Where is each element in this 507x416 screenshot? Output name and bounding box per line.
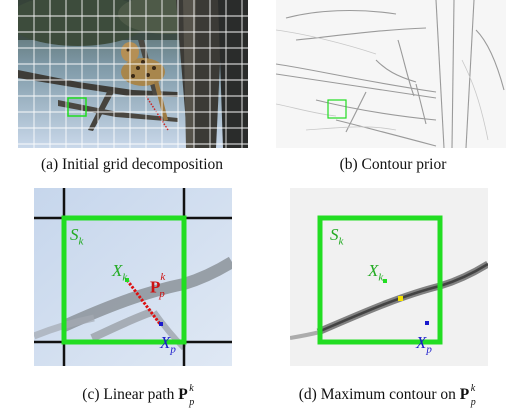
label-sk-d: Sk xyxy=(330,225,344,248)
caption-b: (b) Contour prior xyxy=(339,156,447,173)
label-xp-d: Xp xyxy=(416,333,432,356)
label-path-c: Pkp xyxy=(150,271,166,301)
superpixel-box-small xyxy=(327,99,347,119)
contour-map xyxy=(276,0,506,148)
superpixel-box-small xyxy=(67,97,87,117)
superpixel-box xyxy=(317,215,443,345)
zoomed-contour xyxy=(290,188,488,366)
max-contour-point xyxy=(398,296,403,301)
label-xk-d: Xk xyxy=(368,261,384,284)
caption-a: (a) Initial grid decomposition xyxy=(40,156,224,173)
center-point xyxy=(383,279,387,283)
grid-lines xyxy=(18,0,248,148)
leopard-tree-photo xyxy=(18,0,248,148)
pixel-point xyxy=(425,321,429,325)
linear-path xyxy=(125,279,162,325)
superpixel-box xyxy=(61,215,187,345)
panel-a-grid-image xyxy=(18,0,248,148)
label-xk-c: Xk xyxy=(112,261,128,284)
pixel-point xyxy=(159,322,163,326)
panel-d-max-contour xyxy=(290,188,488,366)
zoomed-superpixel xyxy=(34,188,232,366)
panel-c-linear-path xyxy=(34,188,232,366)
center-point xyxy=(125,278,129,282)
panel-b-contour-image xyxy=(276,0,506,148)
label-xp-c: Xp xyxy=(160,333,176,356)
label-sk-c: Sk xyxy=(70,225,84,248)
